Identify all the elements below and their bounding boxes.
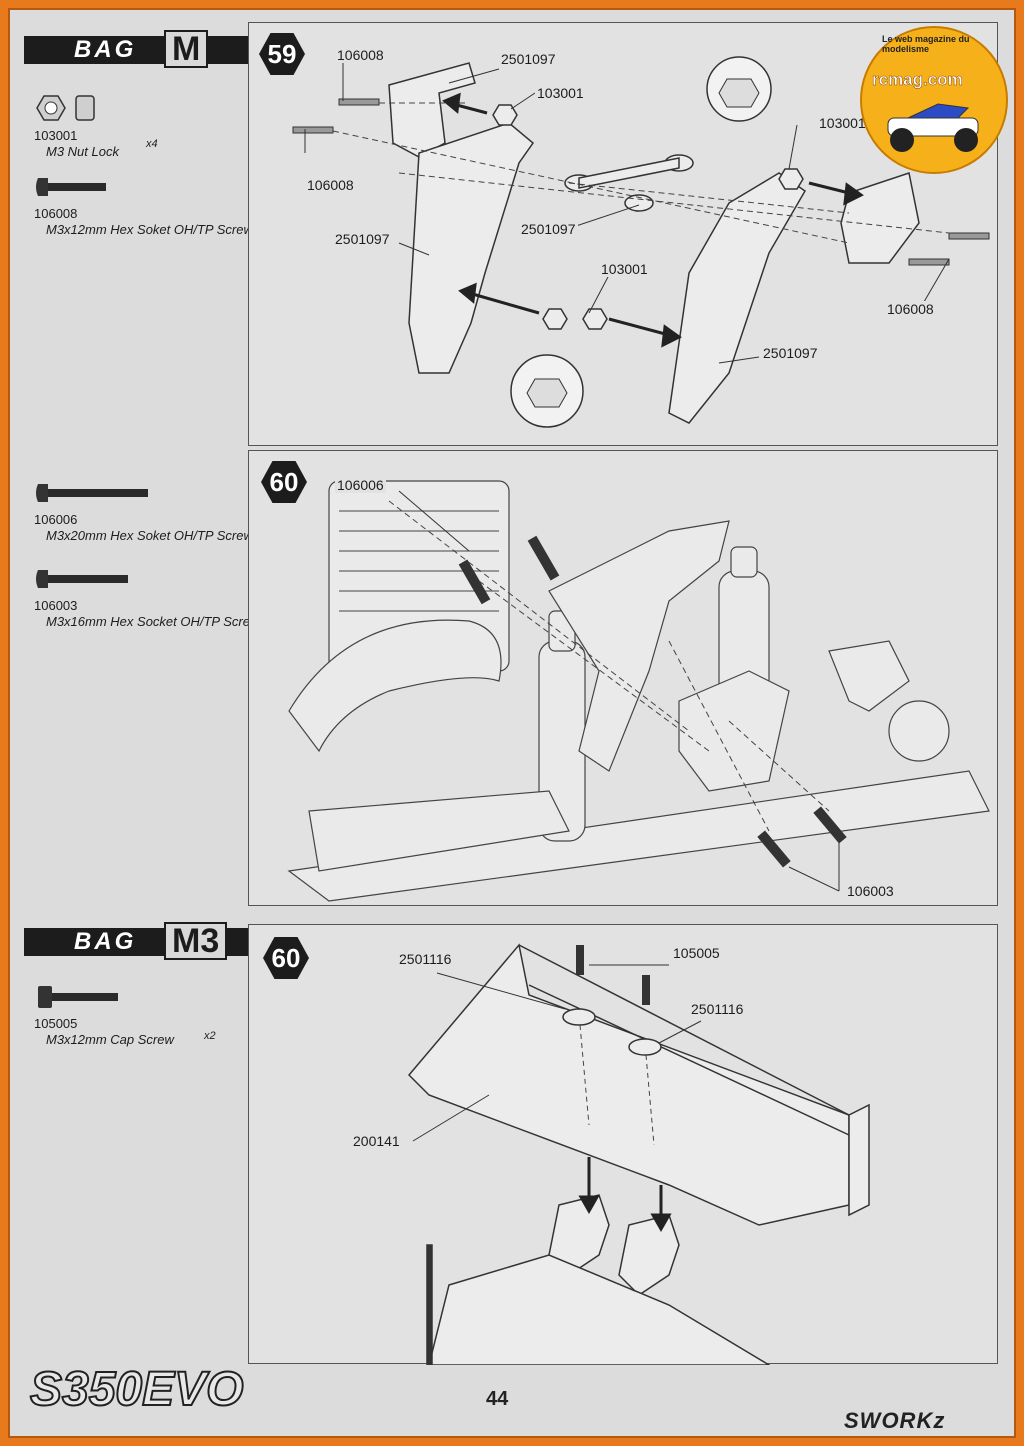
part-callout: 106006 (335, 477, 386, 493)
screw-icon (36, 484, 148, 502)
nut-lock-icon (36, 95, 95, 121)
brand-logo: SWORKz (844, 1408, 946, 1433)
part-code: 103001 (34, 128, 78, 143)
bag-label: BAG (74, 36, 137, 63)
part-qty: x4 (146, 138, 158, 150)
manual-page: BAG M BAG M3 103001 M3 Nut Lock x4 10600… (8, 8, 1016, 1438)
part-code: 106006 (34, 512, 78, 527)
cap-screw-icon (38, 986, 118, 1008)
part-callout: 105005 (671, 945, 722, 961)
part-callout: 103001 (599, 261, 650, 277)
part-code: 105005 (34, 1016, 78, 1031)
part-callout: 2501097 (519, 221, 578, 237)
bag-label: BAG (74, 928, 137, 955)
watermark-badge (860, 26, 1008, 174)
screw-icon (36, 178, 106, 196)
step-60-wing-panel: 60 2501116 105005 2501116 200141 (248, 924, 998, 1365)
bag-bar (24, 36, 254, 64)
part-code: 106008 (34, 206, 78, 221)
step-60-panel: 60 106006 106003 (248, 450, 998, 906)
part-item: 105005 M3x12mm Cap Screw x2 (34, 982, 254, 1054)
chassis-wing-mount-drawing (287, 480, 990, 902)
screw-icon (36, 570, 128, 588)
rcmag-watermark: Le web magazine du modelisme rcmag.com (860, 26, 1008, 174)
part-callout: 2501097 (761, 345, 820, 361)
bag-header-m: BAG M (24, 28, 264, 68)
bag-letter: M (164, 30, 209, 68)
part-qty: x2 (204, 1030, 216, 1042)
part-desc: M3x16mm Hex Socket OH/TP Screw (46, 614, 260, 629)
part-item: 106006 M3x20mm Hex Soket OH/TP Screw x2 (34, 478, 324, 558)
part-callout: 106003 (845, 883, 896, 899)
part-callout: 2501097 (333, 231, 392, 247)
part-desc: M3 Nut Lock (46, 144, 119, 159)
part-desc: M3x12mm Hex Soket OH/TP Screw (46, 222, 253, 237)
part-callout: 2501116 (689, 1001, 746, 1017)
bag-letter: M3 (164, 922, 228, 960)
part-callout: 106008 (305, 177, 356, 193)
part-callout: 103001 (817, 115, 868, 131)
part-callout: 2501116 (397, 951, 454, 967)
bag-header-m3: BAG M3 (24, 920, 264, 960)
rear-wing-drawing (407, 943, 870, 1365)
buggy-icon (887, 103, 979, 152)
watermark-tagline: Le web magazine du modelisme (882, 34, 970, 54)
watermark-site: rcmag.com (872, 70, 963, 90)
part-item: 106003 M3x16mm Hex Socket OH/TP Screw x2 (34, 564, 324, 644)
part-item: 103001 M3 Nut Lock x4 (34, 88, 244, 160)
wing-mount-exploded-drawing (292, 56, 990, 428)
part-callout: 106008 (335, 47, 386, 63)
part-desc: M3x12mm Cap Screw (46, 1032, 174, 1047)
part-desc: M3x20mm Hex Soket OH/TP Screw (46, 528, 253, 543)
page-number: 44 (486, 1388, 509, 1410)
model-logo: S350EVO (29, 1362, 244, 1417)
part-callout: 200141 (351, 1133, 402, 1149)
part-callout: 103001 (535, 85, 586, 101)
part-callout: 106008 (885, 301, 936, 317)
part-callout: 2501097 (499, 51, 558, 67)
part-code: 106003 (34, 598, 78, 613)
